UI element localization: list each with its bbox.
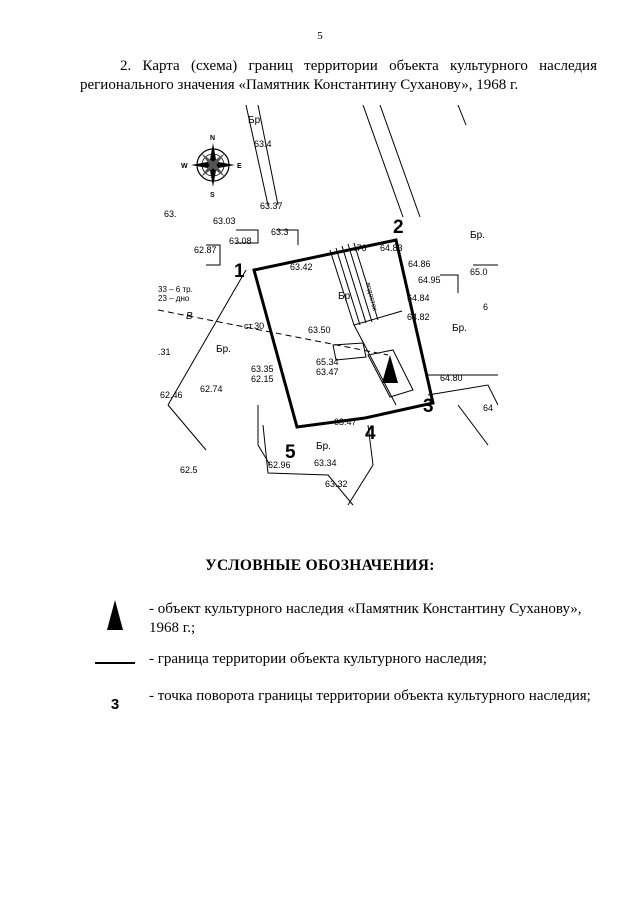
- monument-marker: [382, 355, 398, 383]
- compass-e: E: [237, 163, 242, 170]
- elevation-mark: 63.50: [308, 325, 331, 335]
- building-outline: [427, 384, 498, 406]
- compass-rose: N S E W: [181, 135, 242, 199]
- elevation-mark: 63.: [164, 209, 177, 219]
- map-label-br: Бр.: [316, 441, 331, 452]
- map-label-br-inner: Бр.: [338, 291, 353, 302]
- elevation-mark: 62.15: [251, 374, 274, 384]
- boundary-line-icon: [95, 662, 135, 664]
- elevation-mark: 63.47: [334, 417, 357, 427]
- turning-point-labels: 1 2 3 4 5: [234, 217, 434, 463]
- building-outline: [206, 244, 221, 266]
- map-label-st30: ст.30: [244, 321, 264, 331]
- turning-point-5: 5: [285, 442, 296, 463]
- elevation-mark: .31: [158, 347, 171, 357]
- street-line: [167, 269, 247, 406]
- turning-point-4: 4: [365, 423, 376, 444]
- elevation-mark: 63.3: [271, 227, 289, 237]
- elevation-mark: 65.0: [470, 267, 488, 277]
- legend-text-point: - точка поворота границы территории объе…: [149, 688, 591, 704]
- building-outline: [276, 229, 299, 245]
- legend-text-monument: - объект культурного наследия «Памятник …: [149, 601, 582, 636]
- compass-s: S: [210, 192, 215, 199]
- map-label-pole: 33 – 6 тр.: [158, 285, 193, 294]
- street-line: [245, 105, 269, 206]
- elevation-mark: 63.34: [314, 458, 337, 468]
- turning-point-symbol: 3: [110, 696, 120, 713]
- legend-text-boundary: - граница территории объекта культурного…: [149, 651, 487, 667]
- boundary-map: N S E W 1 2 3 4 5 Бр. Бр. Бр. Бр. Бр. Бр…: [158, 105, 498, 506]
- street-line: [262, 424, 354, 506]
- elevation-mark: 62.74: [200, 384, 223, 394]
- legend-title: УСЛОВНЫЕ ОБОЗНАЧЕНИЯ:: [205, 557, 435, 574]
- turning-point-2: 2: [393, 217, 404, 238]
- boundary-line: [252, 238, 435, 429]
- turning-point-1: 1: [234, 261, 245, 282]
- map-label-br: Бр.: [452, 323, 467, 334]
- map-label-v: В: [186, 311, 193, 322]
- elevation-mark: 64.86: [408, 259, 431, 269]
- dashed-axis-line: [158, 309, 389, 356]
- background-lines: [167, 105, 498, 506]
- elevation-mark: 63.37: [260, 201, 283, 211]
- map-heading: 2. Карта (схема) границ территории объек…: [80, 58, 597, 93]
- elevation-mark: 63.08: [229, 236, 252, 246]
- elevation-mark: 63.42: [290, 262, 313, 272]
- street-line: [257, 105, 279, 206]
- street-line: [457, 105, 467, 126]
- inner-structures: [329, 242, 414, 406]
- turning-point-3: 3: [423, 396, 434, 417]
- compass-w: W: [181, 163, 188, 170]
- elevation-mark: 62.5: [180, 465, 198, 475]
- page-number: 5: [317, 30, 323, 42]
- building-outline: [236, 229, 259, 244]
- elevation-mark: 64.82: [407, 312, 430, 322]
- street-line: [379, 105, 421, 218]
- elevation-mark: 6: [483, 302, 488, 312]
- elevation-mark: 63.47: [316, 367, 339, 377]
- elevation-mark: 63.35: [251, 364, 274, 374]
- map-label-br: Бр.: [248, 115, 263, 126]
- elevation-mark: .76: [354, 243, 367, 253]
- map-labels: Бр. Бр. Бр. Бр. Бр. Бр. ст.30 В 33 – 6 т…: [158, 115, 485, 452]
- elevation-mark: 62.96: [268, 460, 291, 470]
- compass-n: N: [210, 135, 215, 142]
- map-label-br: Бр.: [470, 230, 485, 241]
- map-label-br: Бр.: [216, 344, 231, 355]
- map-label-pole2: 23 – дно: [158, 294, 190, 303]
- elevation-mark: 62.46: [160, 390, 183, 400]
- elevation-mark: 64.84: [407, 293, 430, 303]
- map-label-vertical: водосток: [364, 282, 378, 313]
- street-line: [257, 405, 271, 466]
- elevation-mark: 64.80: [440, 373, 463, 383]
- elevation-mark: 63.4: [254, 139, 272, 149]
- monument-icon: [90, 600, 140, 637]
- elevation-mark: 63.03: [213, 216, 236, 226]
- elevation-mark: 64.83: [380, 243, 403, 253]
- elevation-mark: 64.95: [418, 275, 441, 285]
- elevation-marks: 63.4 63.37 63. 63.03 62.87 63.08 63.3 63…: [158, 139, 493, 489]
- elevation-mark: 62.87: [194, 245, 217, 255]
- elevation-mark: 63.32: [325, 479, 348, 489]
- elevation-mark: 64: [483, 403, 493, 413]
- street-line: [457, 404, 489, 446]
- street-line: [167, 404, 207, 451]
- street-line: [362, 105, 404, 218]
- building-outline: [440, 274, 459, 293]
- street-line: [347, 424, 374, 506]
- elevation-mark: 65.34: [316, 357, 339, 367]
